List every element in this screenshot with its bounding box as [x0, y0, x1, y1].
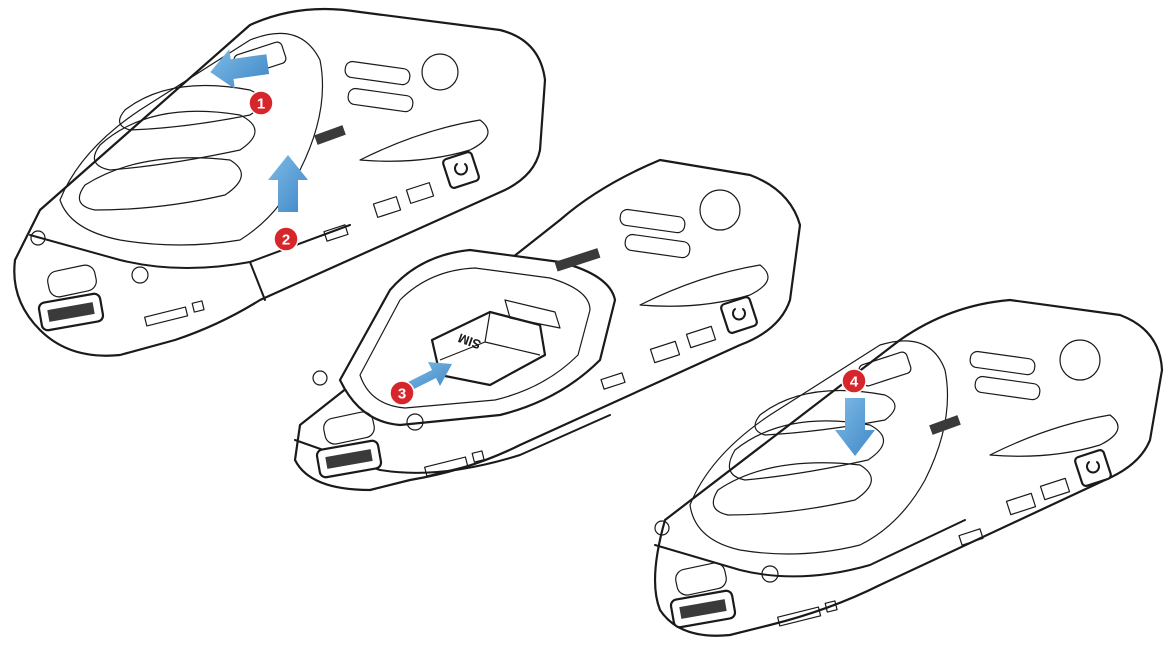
- step-badge-2: 2: [274, 227, 298, 251]
- step-badge-4-label: 4: [850, 374, 859, 391]
- step-badge-3-label: 3: [398, 386, 406, 403]
- step-badge-1-label: 1: [257, 96, 265, 113]
- step-badge-1: 1: [249, 91, 273, 115]
- step-badge-3: 3: [390, 381, 414, 405]
- step-badge-2-label: 2: [282, 232, 290, 249]
- device-3-cover-replaced: [655, 300, 1162, 636]
- step-badge-4: 4: [842, 369, 866, 393]
